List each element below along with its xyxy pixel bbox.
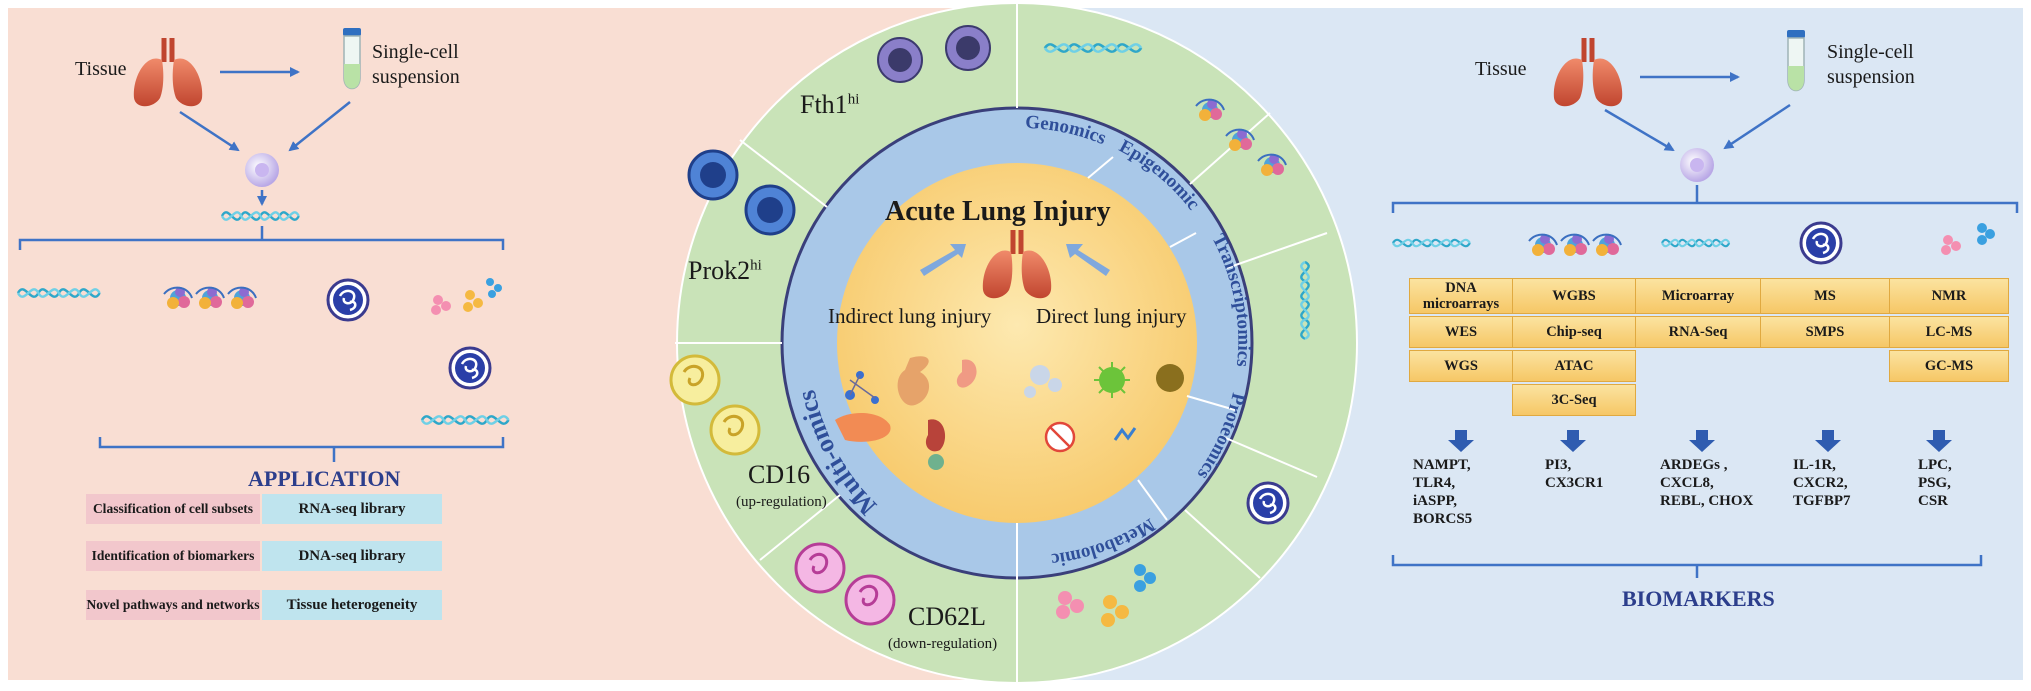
left-suspension-label: Single-cell suspension — [372, 40, 460, 90]
label-transcriptomics: Transcriptomics — [1208, 231, 1255, 368]
label-genomics: Genomics — [1025, 112, 1109, 149]
app-row-1-right: RNA-seq library — [262, 494, 442, 524]
method-ms: MS — [1760, 278, 1890, 314]
center-title: Acute Lung Injury — [885, 196, 1111, 228]
label-metabolomic: Metabolomic — [1050, 514, 1158, 570]
app-row-2-left: Identification of biomarkers — [86, 541, 260, 571]
app-row-2-right: DNA-seq library — [262, 541, 442, 571]
cd62l-sub-label: (down-regulation) — [888, 636, 997, 653]
method-nmr: NMR — [1889, 278, 2009, 314]
application-heading: APPLICATION — [248, 466, 400, 492]
method-3c-seq: 3C-Seq — [1512, 384, 1636, 416]
indirect-injury-label: Indirect lung injury — [828, 304, 991, 329]
fth1-sup: hi — [848, 91, 860, 107]
method-microarray: Microarray — [1635, 278, 1761, 314]
method-smps: SMPS — [1760, 316, 1890, 348]
method-gc-ms: GC-MS — [1889, 350, 2009, 382]
cd16-label: CD16 — [748, 460, 810, 490]
app-row-3-right: Tissue heterogeneity — [262, 590, 442, 620]
method-dna-microarrays: DNA microarrays — [1409, 278, 1513, 314]
right-suspension-line1: Single-cell — [1827, 40, 1915, 65]
right-suspension-line2: suspension — [1827, 65, 1915, 90]
method-lc-ms: LC-MS — [1889, 316, 2009, 348]
method-wgbs: WGBS — [1512, 278, 1636, 314]
biomarkers-genomics: NAMPT, TLR4, iASPP, BORCS5 — [1413, 456, 1472, 528]
biomarkers-heading: BIOMARKERS — [1622, 586, 1775, 612]
left-suspension-line2: suspension — [372, 65, 460, 90]
cd16-sub-label: (up-regulation) — [736, 494, 827, 511]
prok2-text: Prok2 — [688, 256, 750, 285]
app-row-1-left: Classification of cell subsets — [86, 494, 260, 524]
right-suspension-label: Single-cell suspension — [1827, 40, 1915, 90]
method-rna-seq: RNA-Seq — [1635, 316, 1761, 348]
biomarkers-transcriptomic: ARDEGs , CXCL8, REBL, CHOX — [1660, 456, 1753, 510]
label-epigenomic: Epigenomic — [1116, 136, 1204, 214]
fth1-label: Fth1hi — [800, 90, 859, 120]
biomarkers-epigenomic: PI3, CX3CR1 — [1545, 456, 1603, 492]
cd62l-label: CD62L — [908, 602, 986, 632]
label-proteomics: Proteomics — [1193, 391, 1249, 484]
fth1-text: Fth1 — [800, 90, 848, 119]
prok2-sup: hi — [750, 257, 762, 273]
right-tissue-label: Tissue — [1475, 58, 1527, 81]
app-row-3-left: Novel pathways and networks — [86, 590, 260, 620]
prok2-label: Prok2hi — [688, 256, 762, 286]
left-tissue-label: Tissue — [75, 58, 127, 81]
method-wes: WES — [1409, 316, 1513, 348]
biomarkers-proteomic: IL-1R, CXCR2, TGFBP7 — [1793, 456, 1851, 510]
method-wgs: WGS — [1409, 350, 1513, 382]
method-chip-seq: Chip-seq — [1512, 316, 1636, 348]
method-atac: ATAC — [1512, 350, 1636, 382]
biomarkers-metabolomic: LPC, PSG, CSR — [1918, 456, 1952, 510]
left-suspension-line1: Single-cell — [372, 40, 460, 65]
direct-injury-label: Direct lung injury — [1036, 304, 1186, 329]
